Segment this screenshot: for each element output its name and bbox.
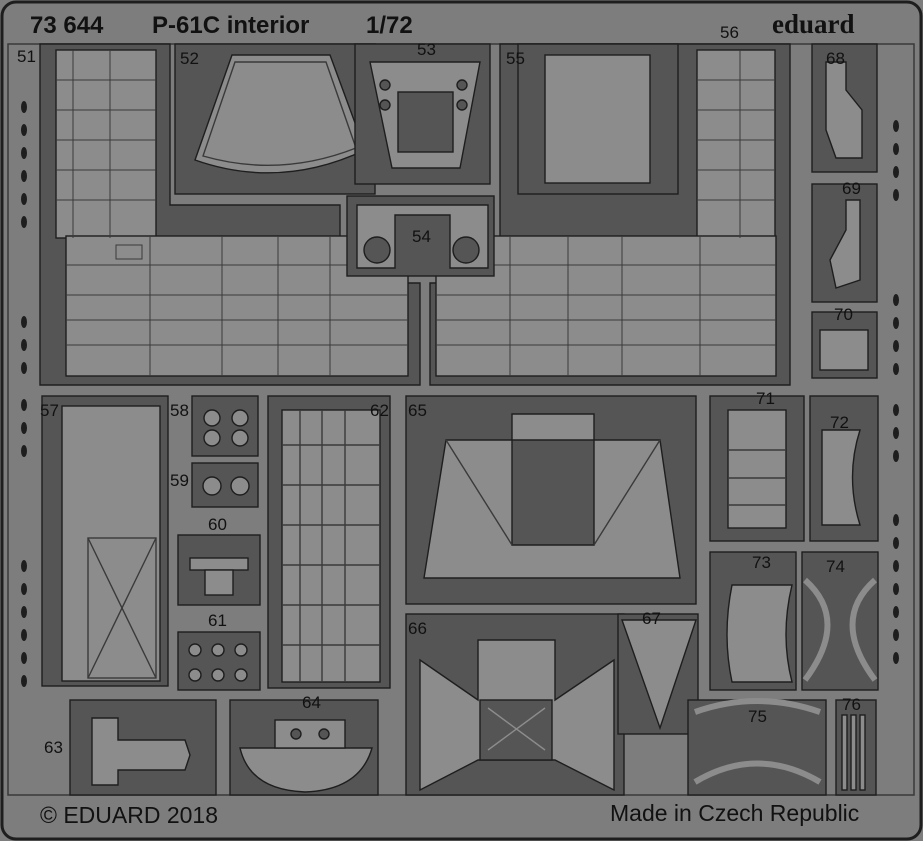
part-73 <box>709 551 797 691</box>
part-61 <box>177 631 261 691</box>
part-label-65: 65 <box>408 401 427 420</box>
sheet-code: 73 644 <box>30 12 104 39</box>
part-62 <box>267 395 391 689</box>
part-label-53: 53 <box>417 40 436 59</box>
part-label-59: 59 <box>170 471 189 490</box>
part-69 <box>811 183 878 303</box>
sheet-scale: 1/72 <box>366 12 413 39</box>
part-label-73: 73 <box>752 553 771 572</box>
part-label-63: 63 <box>44 738 63 757</box>
part-label-72: 72 <box>830 413 849 432</box>
part-label-52: 52 <box>180 49 199 68</box>
part-72 <box>809 395 879 542</box>
origin-notice: Made in Czech Republic <box>610 800 860 826</box>
part-66 <box>405 613 625 796</box>
part-70 <box>811 311 878 379</box>
sheet-title: P-61C interior <box>152 12 310 39</box>
part-53 <box>354 43 491 185</box>
part-label-51: 51 <box>17 47 36 66</box>
part-65 <box>405 395 697 605</box>
part-68 <box>811 43 878 173</box>
part-71 <box>709 395 805 542</box>
vent-holes-left <box>21 101 27 687</box>
vent-holes-right <box>893 120 899 664</box>
part-label-66: 66 <box>408 619 427 638</box>
part-label-55: 55 <box>506 49 525 68</box>
part-label-69: 69 <box>842 179 861 198</box>
part-label-68: 68 <box>826 49 845 68</box>
part-64 <box>229 699 379 796</box>
part-label-58: 58 <box>170 401 189 420</box>
part-label-71: 71 <box>756 389 775 408</box>
part-label-62: 62 <box>370 401 389 420</box>
part-67 <box>617 613 699 735</box>
part-54 <box>346 195 495 277</box>
part-label-56: 56 <box>720 23 739 42</box>
brand-logo: eduard <box>772 9 855 39</box>
part-label-54: 54 <box>412 227 431 246</box>
part-58 <box>191 395 259 457</box>
part-label-74: 74 <box>826 557 845 576</box>
part-label-64: 64 <box>302 693 321 712</box>
part-75 <box>687 698 827 796</box>
part-55 <box>517 43 679 195</box>
part-57 <box>41 395 169 687</box>
part-label-75: 75 <box>748 707 767 726</box>
part-label-67: 67 <box>642 609 661 628</box>
floor-grid <box>56 50 776 376</box>
part-74 <box>801 551 879 691</box>
part-60 <box>177 534 261 606</box>
part-label-76: 76 <box>842 695 861 714</box>
part-label-57: 57 <box>40 401 59 420</box>
copyright-notice: © EDUARD 2018 <box>40 802 219 828</box>
part-label-61: 61 <box>208 611 227 630</box>
part-76 <box>835 699 877 796</box>
part-59 <box>191 462 259 508</box>
part-63 <box>69 699 217 796</box>
part-52 <box>174 43 376 195</box>
part-label-70: 70 <box>834 305 853 324</box>
part-label-60: 60 <box>208 515 227 534</box>
